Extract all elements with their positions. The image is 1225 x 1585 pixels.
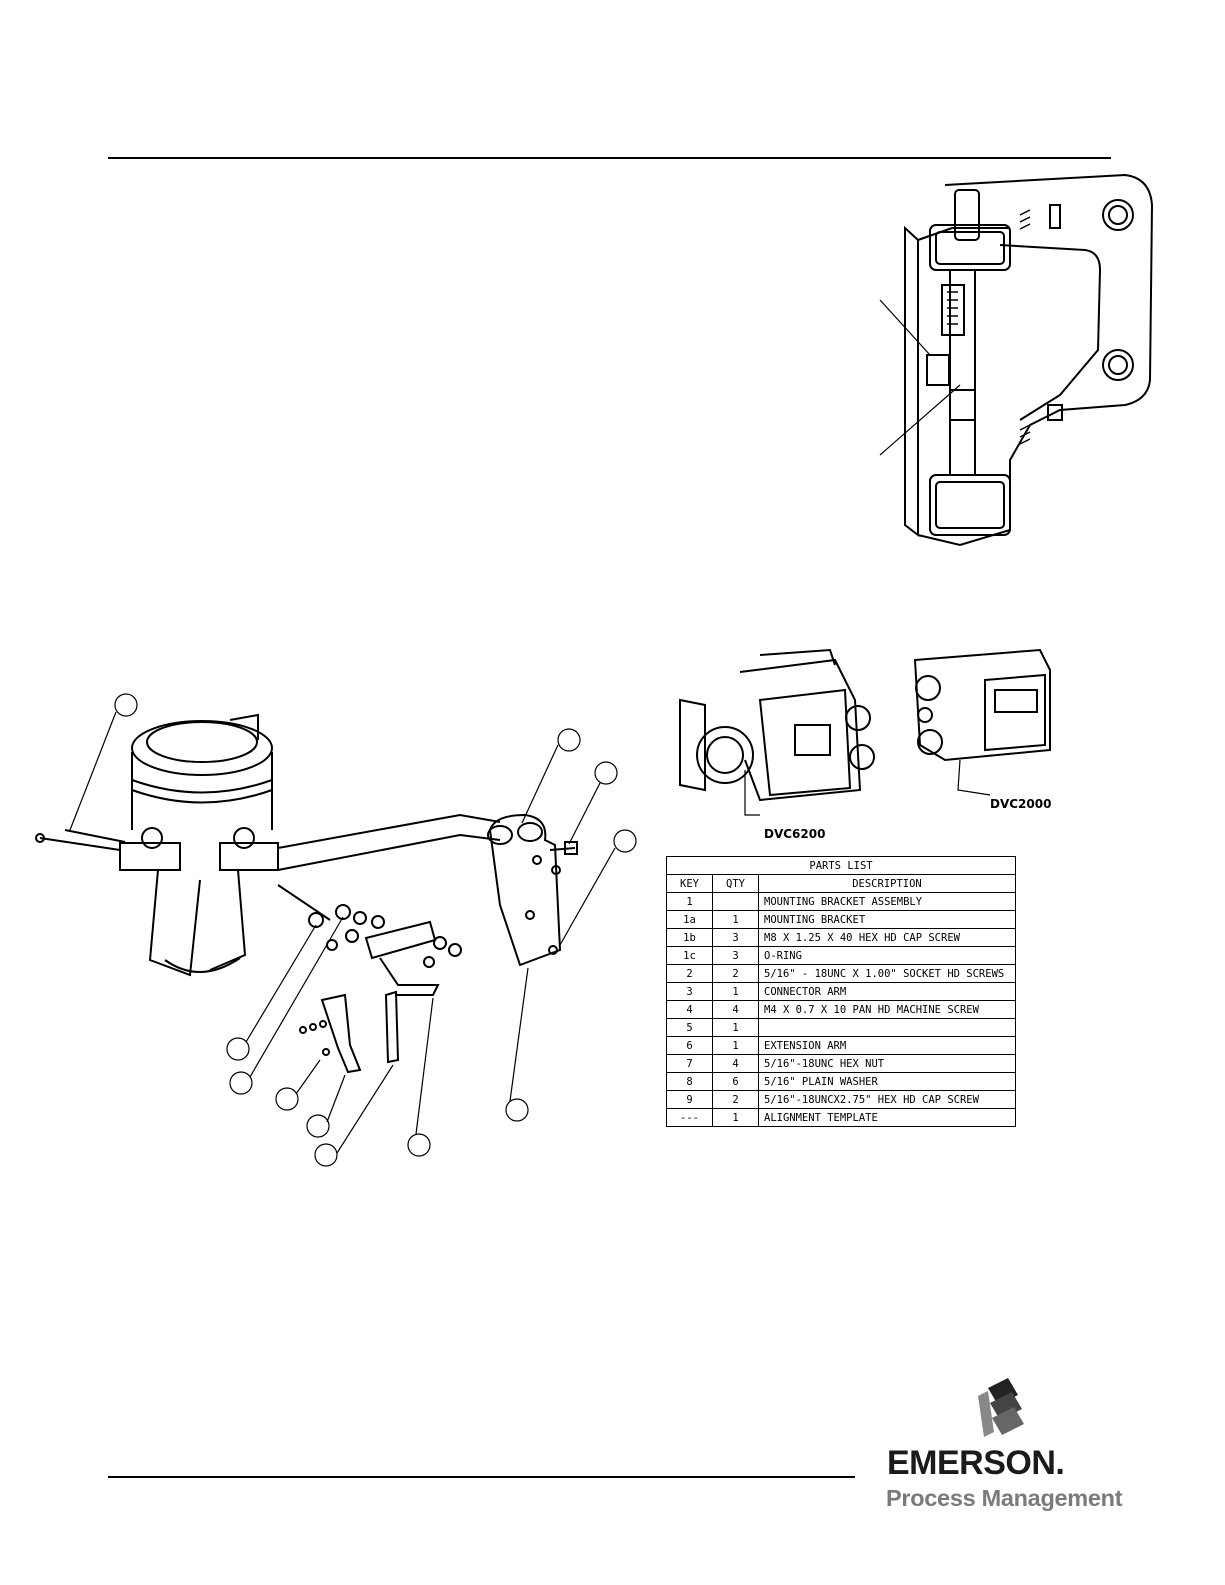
description-cell: MOUNTING BRACKET	[758, 910, 1016, 929]
dvc6200-label: DVC6200	[764, 827, 826, 841]
parts-list-title: PARTS LIST	[666, 856, 1016, 875]
key-cell: ---	[666, 1108, 713, 1127]
brand-name: EMERSON.	[887, 1444, 1065, 1482]
brand-subtitle: Process Management	[886, 1485, 1123, 1511]
footer-rule	[108, 1476, 855, 1478]
description-cell: M4 X 0.7 X 10 PAN HD MACHINE SCREW	[758, 1000, 1016, 1019]
description-cell: ALIGNMENT TEMPLATE	[758, 1108, 1016, 1127]
description-cell: M8 X 1.25 X 40 HEX HD CAP SCREW	[758, 928, 1016, 947]
description-cell: 5/16" - 18UNC X 1.00" SOCKET HD SCREWS	[758, 964, 1016, 983]
dvc2000-label: DVC2000	[990, 797, 1052, 811]
qty-cell: 1	[712, 1108, 759, 1127]
key-cell: 1c	[666, 946, 713, 965]
header-rule	[108, 157, 1111, 159]
